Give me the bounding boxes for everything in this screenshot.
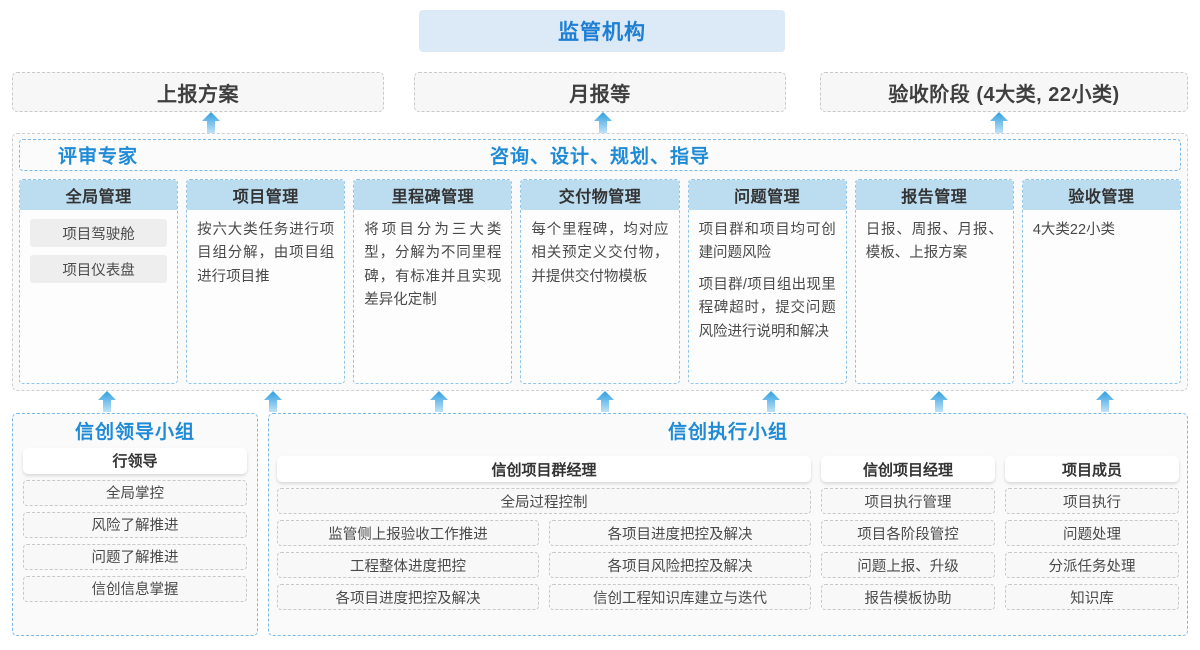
- middle-column-title: 里程碑管理: [354, 180, 512, 210]
- leadership-item[interactable]: 信创信息掌握: [23, 575, 247, 602]
- role-header-program-manager[interactable]: 信创项目群经理: [277, 456, 811, 482]
- project-manager-item[interactable]: 报告模板协助: [821, 584, 995, 610]
- regulator-box: 监管机构: [419, 10, 785, 52]
- role-header-bank-leader[interactable]: 行领导: [23, 447, 247, 474]
- middle-column-description: 项目群/项目组出现里程碑超时，提交问题风险进行说明和解决: [698, 276, 836, 340]
- middle-column-body: 项目驾驶舱项目仪表盘: [20, 210, 177, 383]
- report-box-label: 月报等: [569, 83, 631, 106]
- project-manager-item[interactable]: 问题上报、升级: [821, 552, 995, 578]
- project-manager-column: 信创项目经理 项目执行管理项目各阶段管控问题上报、升级报告模板协助: [821, 456, 995, 610]
- middle-banner: 评审专家 咨询、设计、规划、指导: [19, 139, 1181, 171]
- middle-column: 报告管理日报、周报、月报、模板、上报方案: [854, 179, 1014, 384]
- middle-column: 项目管理按六大类任务进行项目组分解，由项目组进行项目推: [186, 179, 346, 384]
- middle-column-body: 日报、周报、月报、模板、上报方案: [856, 210, 1013, 383]
- arrow-up-to-capability: [264, 391, 282, 412]
- report-box-label: 验收阶段 (4大类, 22小类): [888, 83, 1120, 106]
- middle-column: 全局管理项目驾驶舱项目仪表盘: [19, 179, 179, 384]
- program-manager-column: 信创项目群经理 全局过程控制 监管侧上报验收工作推进各项目进度把控及解决工程整体…: [277, 456, 811, 610]
- program-manager-item[interactable]: 各项目进度把控及解决: [277, 584, 539, 610]
- middle-panel: 评审专家 咨询、设计、规划、指导 全局管理项目驾驶舱项目仪表盘项目管理按六大类任…: [12, 133, 1188, 391]
- project-manager-item[interactable]: 项目执行管理: [821, 488, 995, 514]
- report-box-acceptance-stage[interactable]: 验收阶段 (4大类, 22小类): [820, 72, 1188, 112]
- middle-column: 交付物管理每个里程碑，均对应相关预定义交付物，并提供交付物模板: [520, 179, 680, 384]
- arrow-up-to-capability: [1096, 391, 1114, 412]
- execution-group-title: 信创执行小组: [667, 422, 788, 443]
- project-member-item[interactable]: 项目执行: [1005, 488, 1179, 514]
- project-member-item[interactable]: 知识库: [1005, 584, 1179, 610]
- program-manager-full-item[interactable]: 全局过程控制: [277, 488, 811, 514]
- middle-column-title: 报告管理: [855, 180, 1013, 210]
- role-header-project-manager[interactable]: 信创项目经理: [821, 456, 995, 482]
- report-box-monthly-report[interactable]: 月报等: [414, 72, 786, 112]
- arrow-up-to-capability: [430, 391, 448, 412]
- project-manager-item[interactable]: 项目各阶段管控: [821, 520, 995, 546]
- arrow-up-to-capability: [762, 391, 780, 412]
- execution-group-panel: 信创执行小组 信创项目群经理 全局过程控制 监管侧上报验收工作推进各项目进度把控…: [268, 413, 1188, 636]
- program-manager-item[interactable]: 各项目风险把控及解决: [549, 552, 811, 578]
- program-manager-item[interactable]: 监管侧上报验收工作推进: [277, 520, 539, 546]
- arrow-up-to-report: [990, 112, 1008, 133]
- middle-column-chip[interactable]: 项目仪表盘: [30, 255, 168, 283]
- middle-column-description: 每个里程碑，均对应相关预定义交付物，并提供交付物模板: [531, 222, 669, 285]
- middle-column: 里程碑管理将项目分为三大类型，分解为不同里程碑，有标准并且实现差异化定制: [353, 179, 513, 384]
- program-manager-item[interactable]: 工程整体进度把控: [277, 552, 539, 578]
- project-manager-item-list: 项目执行管理项目各阶段管控问题上报、升级报告模板协助: [821, 488, 995, 610]
- program-manager-item-row: 监管侧上报验收工作推进各项目进度把控及解决: [277, 520, 811, 546]
- middle-column-description: 按六大类任务进行项目组分解，由项目组进行项目推: [197, 222, 335, 285]
- leadership-item[interactable]: 风险了解推进: [23, 511, 247, 538]
- arrow-up-to-capability: [596, 391, 614, 412]
- execution-group-columns: 信创项目群经理 全局过程控制 监管侧上报验收工作推进各项目进度把控及解决工程整体…: [277, 456, 1179, 610]
- middle-column-description: 将项目分为三大类型，分解为不同里程碑，有标准并且实现差异化定制: [364, 222, 502, 309]
- program-manager-item-row: 各项目进度把控及解决信创工程知识库建立与迭代: [277, 584, 811, 610]
- role-header-project-member[interactable]: 项目成员: [1005, 456, 1179, 482]
- middle-column-title: 问题管理: [688, 180, 846, 210]
- leadership-group-title: 信创领导小组: [74, 422, 195, 443]
- banner-review-experts: 评审专家: [58, 146, 139, 168]
- middle-columns: 全局管理项目驾驶舱项目仪表盘项目管理按六大类任务进行项目组分解，由项目组进行项目…: [19, 179, 1181, 384]
- middle-column: 问题管理项目群和项目均可创建问题风险项目群/项目组出现里程碑超时，提交问题风险进…: [687, 179, 847, 384]
- middle-column-description: 日报、周报、月报、模板、上报方案: [865, 222, 1003, 262]
- middle-column-body: 4大类22小类: [1023, 210, 1180, 383]
- leadership-group-panel: 信创领导小组 行领导 全局掌控风险了解推进问题了解推进信创信息掌握: [12, 413, 258, 636]
- middle-column-title: 项目管理: [187, 180, 345, 210]
- arrow-up-to-capability: [98, 391, 116, 412]
- project-member-column: 项目成员 项目执行问题处理分派任务处理知识库: [1005, 456, 1179, 610]
- project-member-item[interactable]: 分派任务处理: [1005, 552, 1179, 578]
- leadership-item[interactable]: 问题了解推进: [23, 543, 247, 570]
- report-box-submission-plan[interactable]: 上报方案: [12, 72, 384, 112]
- middle-column-title: 验收管理: [1022, 180, 1180, 210]
- arrow-up-to-capability: [930, 391, 948, 412]
- middle-column-chip[interactable]: 项目驾驶舱: [30, 219, 168, 247]
- project-member-item[interactable]: 问题处理: [1005, 520, 1179, 546]
- middle-column: 验收管理 4大类22小类: [1021, 179, 1181, 384]
- middle-column-body: 按六大类任务进行项目组分解，由项目组进行项目推: [187, 210, 344, 383]
- program-manager-item[interactable]: 信创工程知识库建立与迭代: [549, 584, 811, 610]
- program-manager-item[interactable]: 各项目进度把控及解决: [549, 520, 811, 546]
- middle-column-body: 项目群和项目均可创建问题风险项目群/项目组出现里程碑超时，提交问题风险进行说明和…: [689, 210, 846, 383]
- banner-consulting-design: 咨询、设计、规划、指导: [489, 146, 710, 168]
- middle-column-description: 项目群和项目均可创建问题风险: [698, 222, 836, 262]
- report-box-label: 上报方案: [157, 83, 239, 106]
- leadership-item-list: 全局掌控风险了解推进问题了解推进信创信息掌握: [23, 479, 247, 602]
- report-row: 上报方案 月报等 验收阶段 (4大类, 22小类): [12, 72, 1188, 112]
- program-manager-item-grid: 监管侧上报验收工作推进各项目进度把控及解决工程整体进度把控各项目风险把控及解决各…: [277, 520, 811, 610]
- leadership-item[interactable]: 全局掌控: [23, 479, 247, 506]
- regulator-label: 监管机构: [558, 21, 646, 44]
- arrow-up-to-report: [202, 112, 220, 133]
- leadership-group-body: 行领导 全局掌控风险了解推进问题了解推进信创信息掌握: [13, 444, 257, 602]
- project-member-item-list: 项目执行问题处理分派任务处理知识库: [1005, 488, 1179, 610]
- program-manager-item-row: 工程整体进度把控各项目风险把控及解决: [277, 552, 811, 578]
- arrow-up-to-report: [594, 112, 612, 133]
- middle-column-title: 交付物管理: [521, 180, 679, 210]
- middle-column-description: 4大类22小类: [1032, 222, 1116, 238]
- middle-column-title: 全局管理: [20, 180, 178, 210]
- middle-column-body: 每个里程碑，均对应相关预定义交付物，并提供交付物模板: [521, 210, 678, 383]
- middle-column-body: 将项目分为三大类型，分解为不同里程碑，有标准并且实现差异化定制: [354, 210, 511, 383]
